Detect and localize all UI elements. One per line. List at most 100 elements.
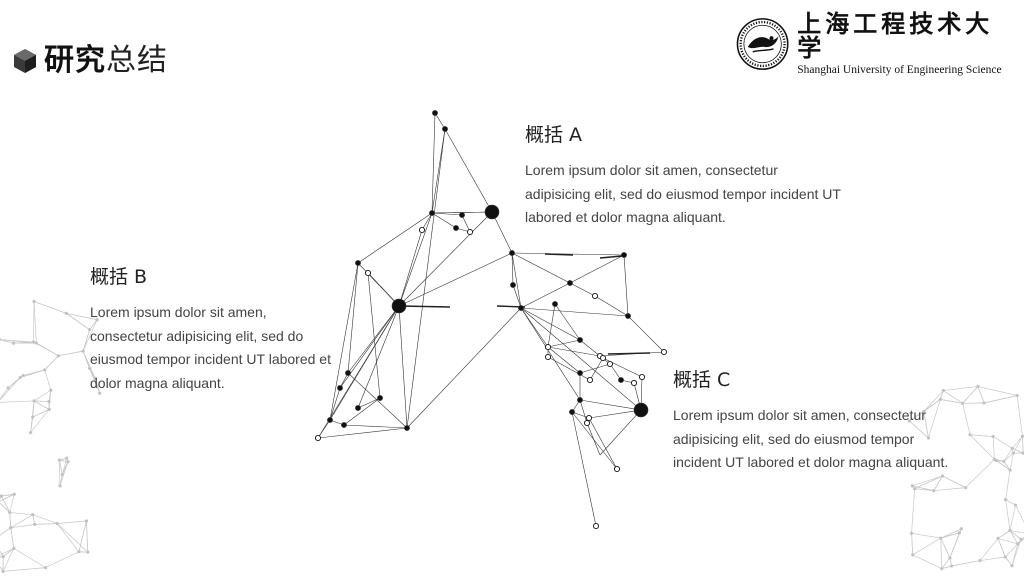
network-node bbox=[991, 434, 995, 439]
network-edge bbox=[1009, 505, 1016, 531]
summary-body-b: Lorem ipsum dolor sit amen, consectetur … bbox=[90, 304, 331, 391]
network-edge bbox=[57, 520, 87, 524]
network-node bbox=[57, 458, 62, 462]
network-node bbox=[31, 415, 35, 419]
network-node bbox=[1011, 451, 1016, 455]
network-node bbox=[1002, 459, 1006, 464]
network-edge bbox=[1011, 539, 1022, 566]
network-node bbox=[43, 368, 47, 372]
network-edge bbox=[579, 399, 642, 411]
network-node bbox=[957, 531, 962, 535]
network-edge bbox=[586, 422, 601, 456]
network-edge bbox=[36, 342, 59, 357]
network-node bbox=[912, 487, 917, 491]
network-edge bbox=[911, 532, 941, 539]
network-edge bbox=[82, 319, 98, 352]
network-node bbox=[1003, 497, 1008, 502]
network-edge bbox=[0, 548, 14, 556]
network-node bbox=[459, 212, 465, 218]
network-edge bbox=[0, 339, 14, 344]
network-node bbox=[1015, 393, 1019, 398]
network-edge bbox=[1005, 499, 1016, 506]
network-edge bbox=[1012, 435, 1023, 449]
network-node bbox=[56, 354, 61, 358]
network-node bbox=[625, 313, 631, 319]
network-edge bbox=[962, 386, 979, 404]
network-edge bbox=[13, 548, 46, 568]
network-edge bbox=[367, 272, 400, 307]
network-node bbox=[633, 402, 649, 418]
network-edge bbox=[547, 339, 581, 348]
network-edge bbox=[992, 436, 995, 460]
network-edge bbox=[94, 378, 101, 394]
network-node bbox=[1010, 446, 1014, 451]
network-edge bbox=[547, 303, 556, 348]
network-edge bbox=[940, 538, 943, 569]
network-node bbox=[569, 409, 575, 415]
network-edge bbox=[33, 301, 67, 314]
network-node bbox=[949, 564, 954, 568]
network-node bbox=[932, 489, 936, 493]
network-edge bbox=[997, 538, 1006, 558]
network-edge bbox=[9, 494, 15, 513]
network-node bbox=[0, 494, 4, 498]
network-edge bbox=[579, 339, 601, 357]
network-node bbox=[638, 373, 646, 381]
network-edge bbox=[933, 487, 966, 492]
network-edge bbox=[0, 502, 11, 513]
network-node bbox=[43, 565, 48, 570]
network-node bbox=[994, 458, 998, 463]
network-edge bbox=[599, 255, 623, 259]
network-edge bbox=[923, 399, 941, 412]
network-edge bbox=[347, 372, 408, 429]
network-node bbox=[1003, 555, 1007, 559]
network-node bbox=[31, 340, 36, 344]
network-edge bbox=[398, 211, 493, 307]
university-seal-icon bbox=[736, 18, 789, 70]
network-edge bbox=[588, 417, 618, 470]
network-node bbox=[453, 225, 459, 231]
network-edge bbox=[32, 400, 35, 418]
network-edge bbox=[599, 409, 642, 456]
network-node bbox=[484, 204, 500, 220]
network-edge bbox=[0, 493, 15, 502]
network-edge bbox=[431, 212, 463, 216]
network-edge bbox=[0, 550, 4, 557]
network-edge bbox=[589, 357, 604, 381]
network-node bbox=[47, 399, 51, 404]
network-edge bbox=[431, 112, 436, 214]
network-edge bbox=[979, 556, 1006, 561]
network-edge bbox=[9, 512, 33, 516]
network-node bbox=[66, 460, 70, 464]
network-edge bbox=[923, 390, 944, 412]
network-node bbox=[345, 370, 351, 376]
network-node bbox=[341, 422, 347, 428]
network-node bbox=[9, 526, 13, 530]
network-node bbox=[327, 417, 333, 423]
network-edge bbox=[1, 493, 15, 497]
network-edge bbox=[1004, 556, 1013, 566]
network-edge bbox=[520, 307, 642, 411]
network-edge bbox=[398, 305, 408, 429]
network-edge bbox=[942, 475, 966, 488]
network-node bbox=[87, 328, 92, 332]
network-edge bbox=[511, 252, 514, 286]
network-edge bbox=[10, 524, 35, 529]
network-node bbox=[34, 341, 38, 345]
network-node bbox=[337, 385, 343, 391]
network-node bbox=[49, 388, 53, 392]
network-edge bbox=[511, 252, 571, 284]
corner-network-left bbox=[0, 299, 102, 574]
summary-heading-c: 概括 C bbox=[673, 369, 731, 391]
network-node bbox=[12, 546, 16, 550]
network-node bbox=[466, 228, 474, 236]
network-edge bbox=[33, 389, 52, 402]
network-node bbox=[982, 401, 986, 405]
network-edge bbox=[594, 295, 629, 317]
network-node bbox=[963, 485, 968, 490]
network-edge bbox=[444, 128, 493, 213]
network-node bbox=[909, 531, 914, 535]
network-edge bbox=[979, 538, 999, 561]
network-node bbox=[377, 395, 383, 401]
